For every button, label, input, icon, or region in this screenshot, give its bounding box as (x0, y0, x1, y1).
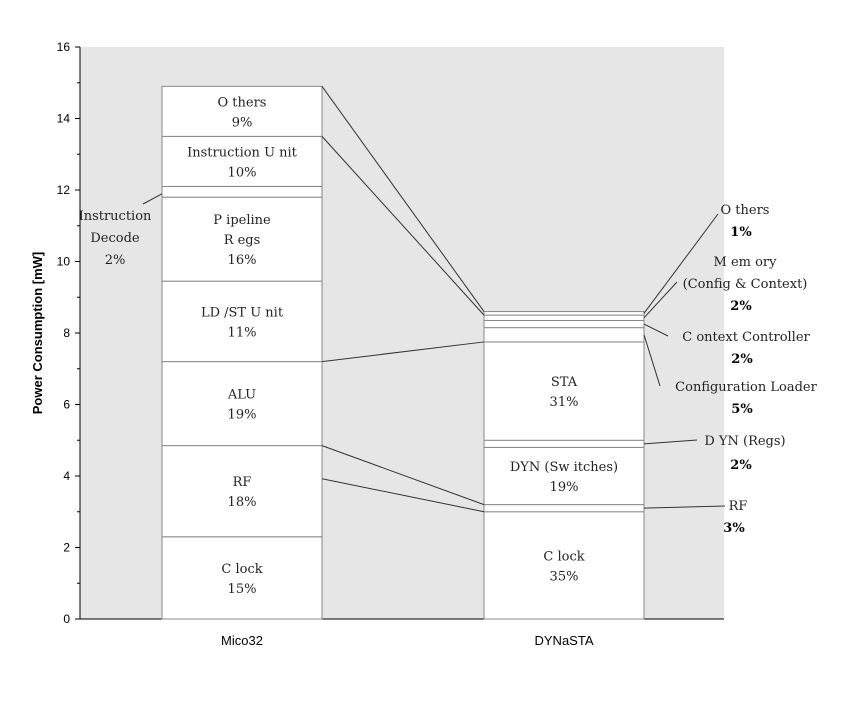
bar-segment (161, 536, 323, 620)
segment-label: DYN (Sw itches) (510, 460, 618, 475)
y-tick-label: 14 (57, 112, 71, 126)
bar-segment (483, 311, 645, 316)
leader-line (142, 193, 163, 205)
y-tick-label: 2 (63, 541, 70, 555)
connector-line (321, 445, 485, 506)
segment-label: 31% (550, 395, 579, 410)
bar-segment (483, 446, 645, 506)
annotation-label: 2% (730, 299, 752, 314)
annotation-label: C ontext Controller (682, 330, 810, 345)
connector-line (321, 341, 485, 363)
bar-segment (161, 445, 323, 538)
annotation-label: 2% (105, 253, 126, 268)
segment-label: 16% (228, 253, 257, 268)
bar-segment (483, 439, 645, 448)
y-tick-label: 10 (57, 255, 71, 269)
annotation-label: 2% (731, 352, 753, 367)
y-tick-label: 6 (63, 398, 70, 412)
segment-label: 18% (228, 495, 257, 510)
bar-segment (483, 327, 645, 343)
annotation-label: O thers (721, 203, 770, 218)
annotation-label: Decode (90, 231, 140, 246)
connector-line (321, 478, 485, 513)
segment-label: 11% (228, 325, 257, 340)
x-tick-label: Mico32 (221, 633, 263, 648)
bar-segment (483, 504, 645, 513)
segment-label: C lock (221, 562, 262, 577)
connector-line (321, 136, 485, 316)
annotation-label: 3% (723, 521, 745, 536)
leader-line (643, 323, 669, 337)
bars (161, 85, 645, 620)
bar-segment (483, 511, 645, 620)
leader-line (643, 439, 698, 445)
segment-label: C lock (543, 549, 584, 564)
bar-segment (161, 361, 323, 447)
annotation-label: (Config & Context) (683, 277, 808, 292)
segment-label: O thers (218, 95, 267, 110)
connector-lines (321, 86, 485, 513)
segment-label: RF (233, 475, 252, 490)
annotation-label: D YN (Regs) (704, 434, 785, 449)
x-axis-labels: Mico32 DYNaSTA (221, 633, 594, 648)
segment-label: 19% (550, 480, 579, 495)
segment-label: LD /ST U nit (201, 305, 284, 320)
segment-label: 10% (228, 165, 257, 180)
leader-line (643, 505, 726, 509)
leader-line (643, 334, 661, 387)
bar-segment (161, 85, 323, 137)
segment-label: STA (551, 375, 578, 390)
segment-label: Instruction U nit (187, 145, 298, 160)
bar-segment (483, 314, 645, 321)
leader-line (643, 281, 678, 319)
annotation-label: 5% (731, 402, 753, 417)
bar-segment (483, 319, 645, 329)
annotation-label: RF (729, 499, 748, 514)
bar-segment (161, 135, 323, 187)
segment-label: ALU (227, 388, 256, 403)
segment-label: 19% (228, 408, 257, 423)
bar-segment (483, 341, 645, 441)
annotation-label: M em ory (714, 255, 778, 270)
bar-segment (161, 185, 323, 198)
y-tick-label: 0 (63, 612, 70, 626)
segment-label: 35% (550, 569, 579, 584)
annotation-label: Instruction (79, 209, 152, 224)
y-tick-label: 16 (57, 40, 71, 54)
x-tick-label: DYNaSTA (535, 633, 594, 648)
leader-line (643, 213, 719, 314)
segment-label: P ipeline (213, 213, 271, 228)
bar-segment (161, 196, 323, 282)
annotation-label: 1% (730, 225, 752, 240)
segment-label: R egs (224, 233, 261, 248)
segment-label: 9% (232, 115, 253, 130)
bar-segment (161, 280, 323, 363)
y-axis-title: Power Consumption [mW] (30, 252, 45, 415)
segment-label: 15% (228, 582, 257, 597)
y-tick-label: 12 (57, 183, 71, 197)
segment-labels: C lock 15% RF 18% ALU 19% LD /ST U nit 11% P ipe… (187, 95, 618, 597)
annotation-label: 2% (730, 458, 752, 473)
y-tick-label: 8 (63, 326, 70, 340)
connector-line (321, 86, 485, 312)
y-tick-label: 4 (63, 469, 70, 483)
annotation-label: Configuration Loader (675, 380, 817, 395)
